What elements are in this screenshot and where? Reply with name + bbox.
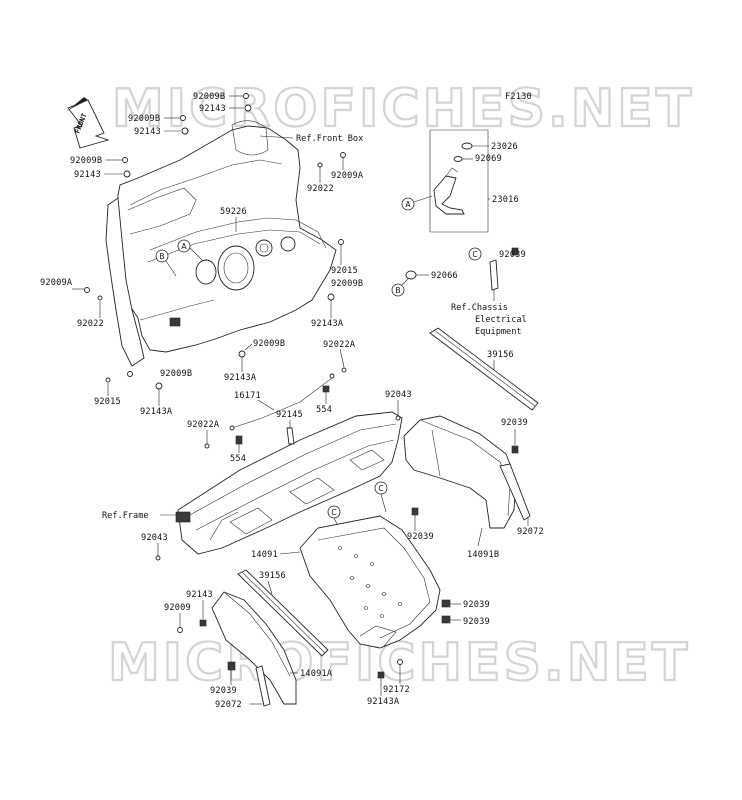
label-23026: 23026	[491, 142, 518, 152]
label-39156-2: 39156	[259, 571, 286, 581]
callout-a-switch: A	[401, 195, 433, 211]
label-92043-1: 92043	[385, 390, 412, 400]
label-14091b: 14091B	[467, 550, 499, 560]
callout-b-grommet: B	[391, 270, 417, 297]
seal-strip-upper	[429, 327, 539, 411]
svg-text:B: B	[395, 286, 400, 295]
label-16171: 16171	[234, 391, 261, 401]
ref-chassis-line2: Electrical	[475, 315, 527, 325]
label-92143a-3: 92143A	[140, 407, 173, 417]
label-92039-3: 92039	[407, 532, 434, 542]
label-92009b-6: 92009B	[160, 369, 192, 379]
label-92143a-1: 92143A	[311, 319, 344, 329]
callout-c-chassis: C	[468, 247, 519, 291]
label-92022a-1: 92022A	[323, 340, 356, 350]
label-39156-1: 39156	[487, 350, 514, 360]
label-92039-1: 92039	[499, 250, 526, 260]
fender-panel-left	[211, 591, 297, 707]
label-14091: 14091	[251, 550, 278, 560]
diagram-code: F2130	[505, 92, 532, 102]
label-92172: 92172	[383, 685, 410, 695]
label-92069: 92069	[475, 154, 502, 164]
label-92009a-2: 92009A	[40, 278, 73, 288]
label-92043-2: 92043	[141, 533, 168, 543]
fastener-group-top	[84, 93, 346, 390]
label-92015-1: 92015	[331, 266, 358, 276]
seal-strip-lower	[237, 569, 329, 657]
callout-a-dash: A	[177, 239, 203, 261]
label-59226: 59226	[220, 207, 247, 217]
label-92143-2: 92143	[134, 127, 161, 137]
label-92072-1: 92072	[517, 527, 544, 537]
label-92009: 92009	[164, 603, 191, 613]
front-arrow-icon: FRONT	[66, 97, 110, 149]
svg-text:B: B	[159, 252, 164, 261]
label-92009b-4: 92009B	[331, 279, 363, 289]
label-92143-3: 92143	[74, 170, 101, 180]
label-92143-1: 92143	[199, 104, 226, 114]
label-92009b-3: 92009B	[70, 156, 102, 166]
callout-b-dash: B	[155, 249, 177, 277]
watermark-top: MICROFICHES.NET	[112, 79, 694, 139]
label-92009b-5: 92009B	[253, 339, 285, 349]
svg-text:C: C	[472, 250, 477, 259]
label-92009a-1: 92009A	[331, 171, 364, 181]
label-92145: 92145	[276, 410, 303, 420]
label-92015-2: 92015	[94, 397, 121, 407]
svg-text:A: A	[181, 242, 187, 251]
label-92143-4: 92143	[186, 590, 213, 600]
ref-chassis-line1: Ref.Chassis	[451, 303, 508, 313]
label-554-2: 554	[230, 454, 246, 464]
label-92039-4: 92039	[463, 600, 490, 610]
label-92039-5: 92039	[463, 617, 490, 627]
label-92022-1: 92022	[307, 184, 334, 194]
svg-text:C: C	[378, 484, 383, 493]
label-92072-2: 92072	[215, 700, 242, 710]
label-554-1: 554	[316, 405, 332, 415]
ref-frame-label: Ref.Frame	[102, 511, 149, 521]
svg-text:C: C	[331, 508, 336, 517]
label-14091a: 14091A	[300, 669, 333, 679]
label-92009b-1: 92009B	[193, 92, 225, 102]
label-92039-6: 92039	[210, 686, 237, 696]
label-23016: 23016	[492, 195, 519, 205]
ref-front-box-label: Ref.Front Box	[296, 134, 363, 144]
fender-panel-right	[403, 415, 531, 529]
label-92066: 92066	[431, 271, 458, 281]
label-92022a-2: 92022A	[187, 420, 220, 430]
ref-chassis-line3: Equipment	[475, 327, 522, 337]
label-92143a-4: 92143A	[367, 697, 400, 707]
floor-panel	[299, 515, 441, 649]
switch-assembly-box	[429, 129, 489, 233]
label-92039-2: 92039	[501, 418, 528, 428]
svg-text:A: A	[405, 200, 411, 209]
label-92022-2: 92022	[77, 319, 104, 329]
front-dash-panel	[105, 120, 337, 367]
label-92009b-2: 92009B	[128, 114, 160, 124]
frame-crossmember	[175, 411, 403, 555]
label-92143a-2: 92143A	[224, 373, 257, 383]
callout-c-fender: C	[374, 481, 388, 513]
